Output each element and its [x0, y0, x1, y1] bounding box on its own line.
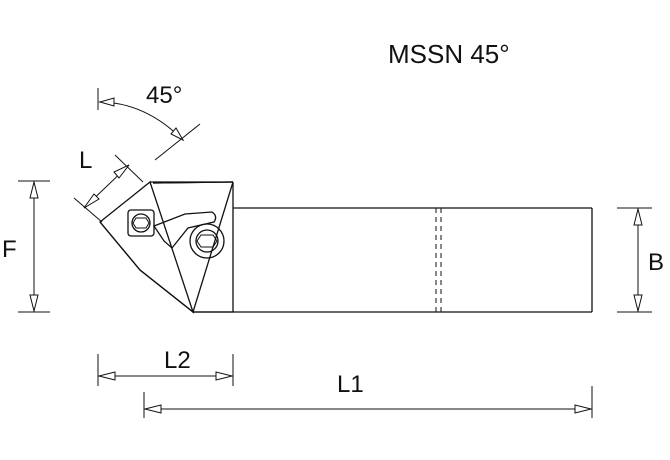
b-label: B — [648, 249, 664, 276]
b-dimension: B — [617, 207, 664, 313]
l-label: L — [79, 147, 92, 174]
f-dimension: F — [2, 180, 50, 313]
l-dimension: L — [73, 147, 144, 223]
l1-label: L1 — [337, 371, 364, 398]
l2-label: L2 — [164, 347, 191, 374]
insert-assembly — [99, 180, 233, 314]
title-text: MSSN 45° — [388, 39, 510, 69]
l2-dimension: L2 — [97, 347, 234, 386]
f-label: F — [2, 236, 17, 263]
angle-label: 45° — [146, 82, 182, 109]
break-lines — [435, 208, 442, 312]
clamp-icon — [153, 211, 217, 249]
angle-dimension: 45° — [97, 82, 201, 161]
l1-dimension: L1 — [143, 371, 593, 418]
insert-screw-icon — [127, 209, 155, 237]
tool-shank — [152, 181, 593, 313]
clamp-screw-icon — [189, 223, 225, 259]
